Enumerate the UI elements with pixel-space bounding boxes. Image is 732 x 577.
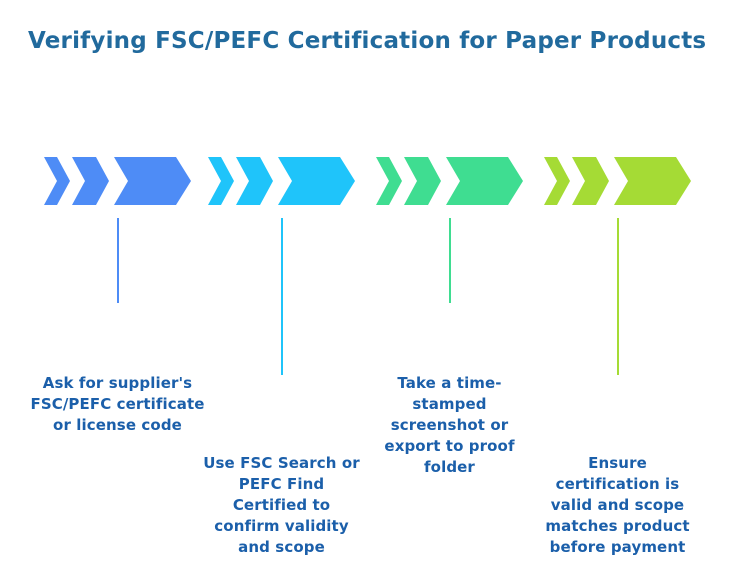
arrow-body-icon (114, 157, 191, 205)
caption-line: Use FSC Search or (203, 454, 360, 472)
chevron-arrows-icon (44, 157, 191, 205)
chevron-arrows-icon (208, 157, 355, 205)
chevron-medium-icon (404, 157, 441, 205)
caption-line: confirm validity (214, 517, 349, 535)
step-connector-line (616, 218, 619, 375)
caption-line: or license code (53, 416, 182, 434)
chevron-medium-icon (572, 157, 609, 205)
step-3: Take a time- stamped screenshot or expor… (376, 157, 523, 577)
caption-line: matches product (545, 517, 690, 535)
caption-line: and scope (238, 538, 325, 556)
chevron-small-icon (44, 157, 70, 205)
caption-line: FSC/PEFC certificate (30, 395, 205, 413)
step-connector-line (116, 218, 119, 303)
chevron-small-icon (376, 157, 402, 205)
step-caption: Ensure certification is valid and scope … (518, 453, 718, 558)
step-4: Ensure certification is valid and scope … (544, 157, 691, 577)
step-2: Use FSC Search or PEFC Find Certified to… (203, 157, 360, 577)
arrow-body-icon (278, 157, 355, 205)
caption-line: before payment (549, 538, 686, 556)
caption-line: screenshot or (390, 416, 509, 434)
caption-line: certification is (555, 475, 680, 493)
caption-line: Take a time- (397, 374, 502, 392)
chevron-arrows-icon (544, 157, 691, 205)
arrow-body-icon (614, 157, 691, 205)
step-caption: Ask for supplier's FSC/PEFC certificate … (18, 373, 218, 436)
chevron-small-icon (544, 157, 570, 205)
caption-line: Certified to (232, 496, 331, 514)
page-title: Verifying FSC/PEFC Certification for Pap… (28, 28, 707, 54)
step-1: Ask for supplier's FSC/PEFC certificate … (30, 157, 204, 577)
caption-line: folder (424, 458, 475, 476)
caption-line: Ask for supplier's (42, 374, 193, 392)
chevron-medium-icon (72, 157, 109, 205)
caption-line: Ensure (588, 454, 647, 472)
caption-line: export to proof (384, 437, 515, 455)
step-connector-line (280, 218, 283, 375)
chevron-medium-icon (236, 157, 273, 205)
caption-line: valid and scope (550, 496, 685, 514)
step-caption: Take a time- stamped screenshot or expor… (350, 373, 550, 478)
arrow-body-icon (446, 157, 523, 205)
chevron-small-icon (208, 157, 234, 205)
caption-line: PEFC Find (238, 475, 325, 493)
step-caption: Use FSC Search or PEFC Find Certified to… (182, 453, 382, 558)
chevron-arrows-icon (376, 157, 523, 205)
step-connector-line (448, 218, 451, 303)
caption-line: stamped (412, 395, 487, 413)
